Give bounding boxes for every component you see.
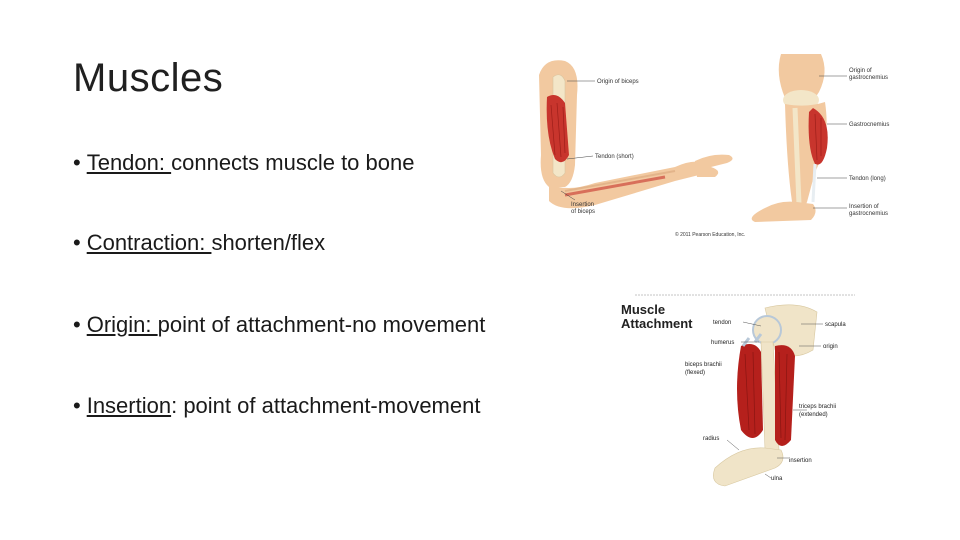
label-origin-shoulder: origin	[823, 344, 838, 350]
bullet-term: Contraction:	[86, 230, 212, 255]
bullet-term: Tendon:	[86, 150, 172, 175]
bullet-marker: •	[73, 312, 81, 337]
bullet-origin: •Origin: point of attachment-no movement	[73, 312, 485, 338]
label-tendon-long: Tendon (long)	[849, 176, 886, 182]
hand	[695, 154, 733, 177]
leader-ulna	[764, 473, 772, 479]
copyright-text: © 2011 Pearson Education, Inc.	[675, 231, 745, 238]
label-insertion-biceps-2: of biceps	[571, 209, 595, 215]
bullet-term: Origin:	[86, 312, 158, 337]
bullet-marker: •	[73, 393, 81, 418]
label-biceps-1: biceps brachii	[685, 362, 722, 368]
label-insertion-gastro-2: gastrocnemius	[849, 211, 888, 217]
forearm-bones	[713, 447, 784, 487]
achilles-tendon	[811, 163, 817, 203]
biceps-brachii-muscle	[737, 344, 763, 438]
slide-title: Muscles	[73, 56, 224, 100]
label-biceps-2: (flexed)	[685, 370, 705, 376]
label-gastrocnemius: Gastrocnemius	[849, 122, 889, 128]
bullet-text: connects muscle to bone	[171, 150, 415, 175]
leg-gastrocnemius-figure: Origin of gastrocnemius Gastrocnemius Te…	[751, 54, 889, 222]
label-ulna: ulna	[771, 476, 783, 482]
bullet-text: shorten/flex	[211, 230, 326, 255]
tendons	[741, 333, 763, 347]
forearm-bone	[564, 170, 676, 192]
label-insertion-gastro-1: Insertion of	[849, 204, 879, 210]
leader-tendon	[566, 155, 594, 160]
bullet-insertion: •Insertion: point of attachment-movement	[73, 393, 480, 419]
label-triceps-1: triceps brachii	[799, 404, 836, 410]
figure-title-2: Attachment	[621, 316, 693, 331]
biceps-fibers	[550, 102, 566, 158]
tibia-bone	[792, 107, 802, 205]
foot	[751, 201, 816, 222]
figure-title-1: Muscle	[621, 302, 665, 317]
gastrocnemius-muscle	[808, 108, 828, 165]
bullet-term: Insertion	[86, 393, 172, 418]
leader-insertion	[560, 190, 576, 201]
knee-bone	[783, 90, 819, 110]
leader-radius	[726, 439, 740, 451]
bullet-tendon: •Tendon: connects muscle to bone	[73, 150, 414, 176]
bullet-marker: •	[73, 150, 81, 175]
label-origin-biceps: Origin of biceps	[597, 79, 639, 85]
triceps-brachii-muscle	[775, 345, 795, 446]
bullet-text: : point of attachment-movement	[171, 393, 481, 418]
label-radius: radius	[703, 436, 719, 442]
arm-biceps-figure: Origin of biceps Tendon (short) Insertio…	[539, 60, 745, 238]
thigh-skin	[778, 54, 825, 98]
bullet-contraction: •Contraction: shorten/flex	[73, 230, 325, 256]
label-humerus: humerus	[711, 340, 734, 346]
leader-tendon-shoulder	[742, 321, 762, 327]
forearm-muscle	[564, 175, 666, 197]
label-tendon-shoulder: tendon	[713, 320, 731, 326]
label-insertion-biceps-1: Insertion	[571, 202, 594, 208]
label-origin-gastro-2: gastrocnemius	[849, 75, 888, 81]
label-tendon-short: Tendon (short)	[595, 154, 634, 160]
bullet-marker: •	[73, 230, 81, 255]
bullet-text: point of attachment-no movement	[157, 312, 486, 337]
muscle-attachment-figure: Muscle Attachment tendon scapula humerus…	[621, 294, 855, 487]
gastrocnemius-fibers	[814, 113, 822, 161]
label-origin-gastro-1: Origin of	[849, 68, 872, 74]
muscle-fibers	[744, 351, 788, 441]
label-triceps-2: (extended)	[799, 412, 828, 418]
label-insertion-shoulder: insertion	[789, 458, 812, 464]
label-scapula: scapula	[825, 322, 846, 328]
